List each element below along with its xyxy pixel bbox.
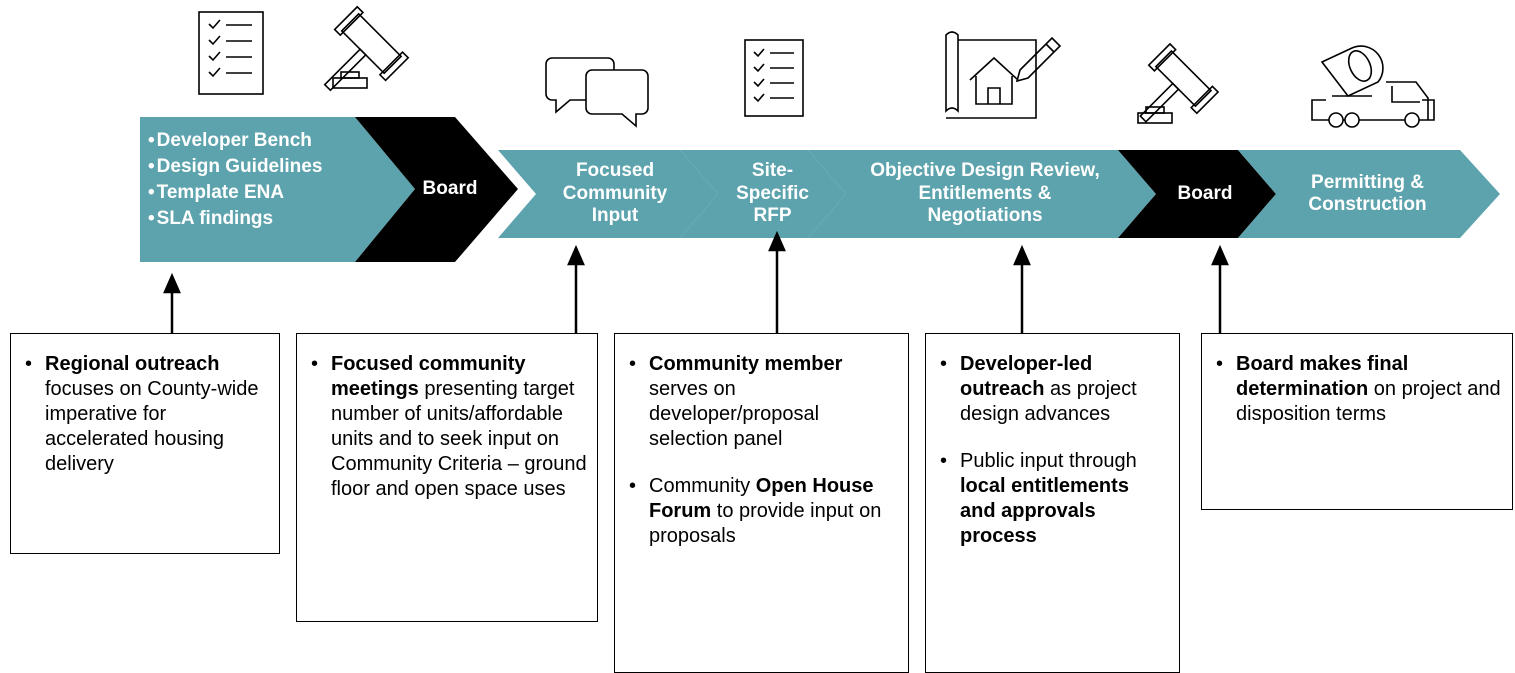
- gavel-icon: [323, 5, 410, 92]
- blueprint-house-icon: [945, 31, 1062, 119]
- focused-community-meetings-box: Focused community meetings presenting ta…: [296, 333, 598, 622]
- board-final-determination-box: Board makes final determination on proje…: [1201, 333, 1513, 510]
- box-bullet: Board makes final determination on proje…: [1216, 352, 1502, 427]
- list-item: Template ENA: [148, 180, 378, 206]
- chevron-focused-community-input: [498, 150, 718, 238]
- chevron-board-1: [355, 117, 518, 262]
- list-item: SLA findings: [148, 206, 378, 232]
- box-bullet: Focused community meetings presenting ta…: [311, 352, 587, 502]
- box-bullet: Regional outreach focuses on County-wide…: [25, 352, 269, 477]
- gavel-icon: [1137, 42, 1220, 124]
- box-bullet: Community member serves on developer/pro…: [629, 352, 898, 452]
- focused-community-input-label: Focused Community Input: [562, 160, 668, 227]
- community-member-box: Community member serves on developer/pro…: [614, 333, 909, 673]
- permitting-construction-label: Permitting & Construction: [1308, 171, 1427, 215]
- chevron-site-specific-rfp: [680, 150, 846, 238]
- box-bullet: Developer-led outreach as project design…: [940, 352, 1169, 427]
- objective-design-review-label: Objective Design Review, Entitlements & …: [870, 160, 1100, 227]
- chevron-objective-design-review: [808, 150, 1156, 238]
- cement-truck-icon: [1311, 45, 1435, 128]
- speech-bubbles-icon: [545, 57, 649, 128]
- list-item: Design Guidelines: [148, 154, 378, 180]
- chevron-permitting-construction: [1238, 150, 1500, 238]
- list-item: Developer Bench: [148, 128, 378, 154]
- checklist-icon: [744, 39, 804, 117]
- board-label-1: Board: [422, 177, 478, 199]
- developer-led-outreach-box: Developer-led outreach as project design…: [925, 333, 1180, 673]
- box-bullet: Community Open House Forum to provide in…: [629, 474, 898, 549]
- site-specific-rfp-label: Site-Specific RFP: [736, 160, 809, 227]
- chevron-board-2: [1118, 150, 1276, 238]
- regional-outreach-box: Regional outreach focuses on County-wide…: [10, 333, 280, 554]
- checklist-icon: [198, 11, 264, 95]
- board-label-2: Board: [1177, 182, 1233, 204]
- developer-bench-list: Developer Bench Design Guidelines Templa…: [148, 128, 378, 232]
- box-bullet: Public input through local entitlements …: [940, 449, 1169, 549]
